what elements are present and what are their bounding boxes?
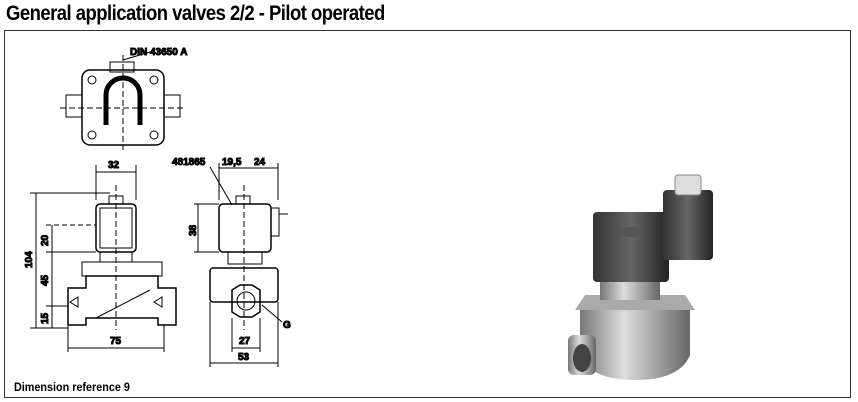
dimension-reference: Dimension reference 9	[14, 380, 130, 394]
part-number: 481865	[172, 157, 206, 168]
dim-coil-center: 20	[40, 234, 51, 246]
dim-port-height: 15	[40, 312, 51, 324]
drawing-frame	[4, 30, 851, 398]
dim-coil-width: 32	[108, 160, 120, 171]
dim-thread: G	[283, 320, 291, 331]
valve-photo	[568, 174, 713, 380]
dim-total-height: 104	[24, 251, 35, 268]
dim-body-width: 53	[238, 352, 250, 363]
connector-label: DIN 43650 A	[130, 47, 187, 58]
front-view: 32 104 20 45 15 75	[24, 160, 177, 352]
top-view: DIN 43650 A	[60, 47, 188, 150]
dim-coil-offset: 19,5	[222, 157, 242, 168]
dim-body-length: 75	[110, 336, 122, 347]
page-title: General application valves 2/2 - Pilot o…	[6, 2, 385, 25]
dim-body-height: 45	[40, 274, 51, 286]
dim-coil-height: 38	[188, 224, 199, 236]
dim-port-width: 27	[239, 336, 251, 347]
dim-connector-offset: 24	[254, 157, 266, 168]
side-view: 481865 19,5 24 38 G 27 53	[172, 157, 292, 367]
